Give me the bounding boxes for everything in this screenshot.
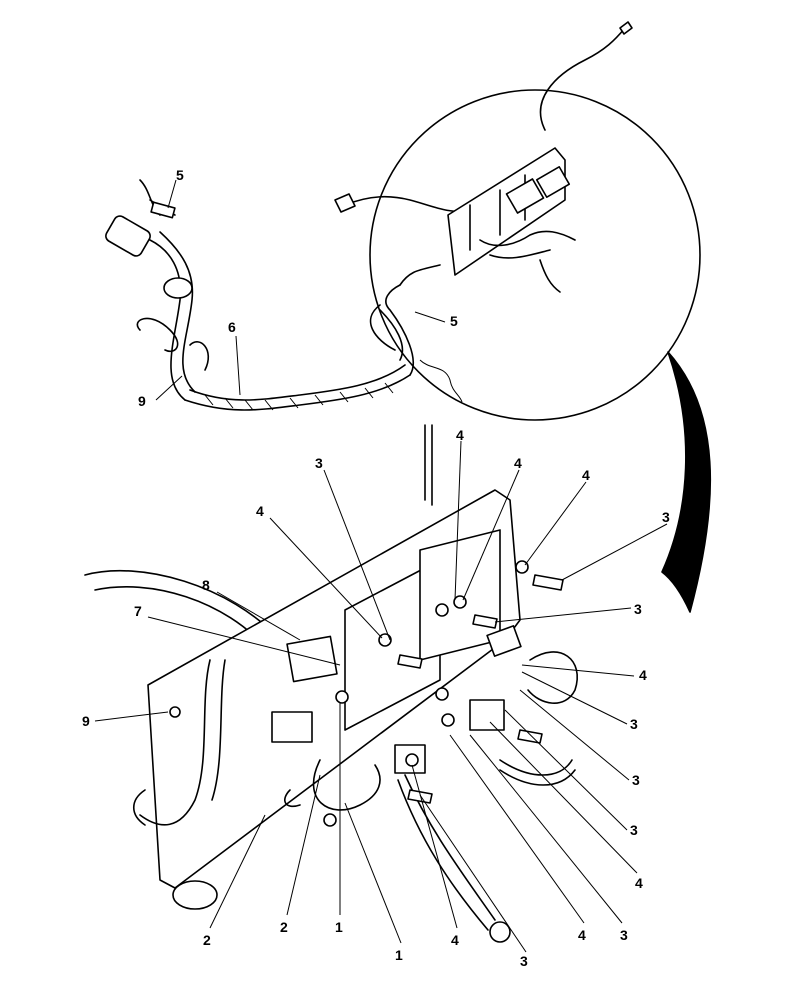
callout-4-top-center: 4	[456, 427, 464, 443]
callout-4-bottom-a: 4	[451, 932, 459, 948]
callout-4-bottom-b: 4	[578, 927, 586, 943]
callout-3-top-left: 3	[315, 455, 323, 471]
callout-5-circle: 5	[450, 313, 458, 329]
detail-circle	[369, 21, 712, 613]
callout-9-lower: 9	[82, 713, 90, 729]
callout-3-right-mid: 3	[634, 601, 642, 617]
callouts: 5 5 6 9 3 4 4 4 3 4 8 3 7 4 9 3 3 3 4 2 …	[82, 167, 670, 969]
callout-1-center: 1	[335, 919, 343, 935]
callout-5-upper: 5	[176, 167, 184, 183]
callout-2-left: 2	[203, 932, 211, 948]
callout-4-right-upper: 4	[582, 467, 590, 483]
lower-plate-assembly	[84, 424, 578, 943]
callout-7: 7	[134, 603, 142, 619]
callout-3-bottom-right: 3	[620, 927, 628, 943]
callout-9-upper: 9	[138, 393, 146, 409]
callout-4-top-right: 4	[514, 455, 522, 471]
callout-6: 6	[228, 319, 236, 335]
callout-3-bottom: 3	[520, 953, 528, 969]
callout-3-right-b: 3	[632, 772, 640, 788]
leader-lines	[94, 179, 668, 953]
callout-3-right-a: 3	[630, 716, 638, 732]
callout-4-right-lower: 4	[635, 875, 643, 891]
callout-4-left-upper: 4	[256, 503, 264, 519]
washers	[169, 560, 529, 827]
callout-3-right-top: 3	[662, 509, 670, 525]
callout-1-bottom: 1	[395, 947, 403, 963]
bolts	[397, 574, 564, 804]
callout-2-center: 2	[280, 919, 288, 935]
upper-harness	[105, 179, 471, 411]
callout-8: 8	[202, 577, 210, 593]
callout-4-right-mid: 4	[639, 667, 647, 683]
callout-3-right-c: 3	[630, 822, 638, 838]
